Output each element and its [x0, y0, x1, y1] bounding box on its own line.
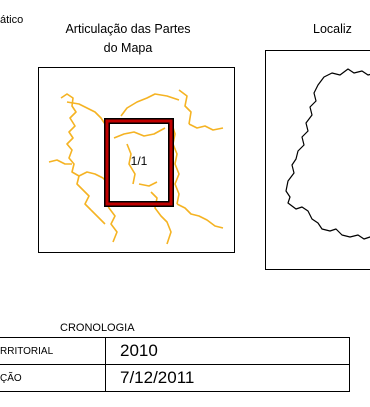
- part-label: 1/1: [131, 154, 148, 168]
- articulation-title-line2: do Mapa: [103, 41, 153, 55]
- row-value: 7/12/2011: [105, 364, 350, 392]
- articulation-map-frame: 1/1: [38, 67, 235, 253]
- articulation-map: 1/1: [48, 89, 224, 245]
- table-row: RRITORIAL 2010: [0, 337, 350, 365]
- row-label: ÇÃO: [0, 364, 106, 392]
- part-highlight-rect[interactable]: [105, 119, 173, 206]
- row-label: RRITORIAL: [0, 337, 106, 365]
- location-map: [285, 68, 370, 240]
- left-heading-fragment: ático: [0, 14, 24, 26]
- cronologia-table: RRITORIAL 2010 ÇÃO 7/12/2011: [0, 337, 350, 392]
- table-row: ÇÃO 7/12/2011: [0, 364, 350, 392]
- location-title-fragment: Localiz: [313, 22, 352, 36]
- location-map-frame: [265, 50, 370, 270]
- cronologia-title: CRONOLOGIA: [60, 322, 135, 334]
- row-value: 2010: [105, 337, 350, 365]
- state-outline: [285, 68, 370, 240]
- articulation-title-line1: Articulação das Partes: [65, 22, 191, 36]
